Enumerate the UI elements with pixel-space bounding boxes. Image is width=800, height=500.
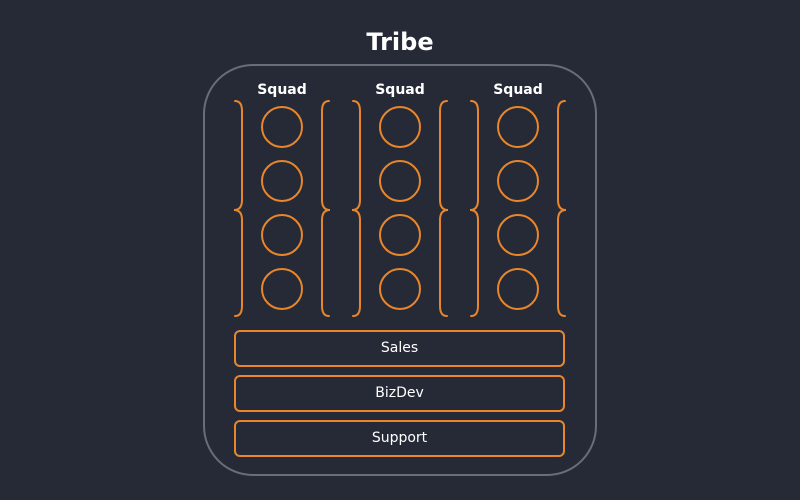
- function-bar-support: Support: [234, 420, 565, 457]
- squad-member-circle: [497, 106, 539, 148]
- squad-left-brace: [469, 100, 479, 317]
- squad-member-circle: [261, 160, 303, 202]
- squad-member-circle: [261, 106, 303, 148]
- squad-label: Squad: [375, 82, 425, 98]
- squad-left-brace: [233, 100, 243, 317]
- squad-member-circle: [379, 268, 421, 310]
- squad-member-circle: [379, 106, 421, 148]
- squad-right-brace: [321, 100, 331, 317]
- squad-member-circle: [379, 160, 421, 202]
- squad-member-circle: [379, 214, 421, 256]
- diagram-title: Tribe: [366, 28, 434, 56]
- function-bar-bizdev: BizDev: [234, 375, 565, 412]
- squad-member-circle: [497, 160, 539, 202]
- squad-member-circle: [261, 214, 303, 256]
- function-bar-sales: Sales: [234, 330, 565, 367]
- tribe-frame: [203, 64, 597, 476]
- squad-right-brace: [439, 100, 449, 317]
- squad-label: Squad: [257, 82, 307, 98]
- squad-member-circle: [497, 214, 539, 256]
- squad-member-circle: [261, 268, 303, 310]
- squad-member-circle: [497, 268, 539, 310]
- squad-right-brace: [557, 100, 567, 317]
- squad-left-brace: [351, 100, 361, 317]
- squad-label: Squad: [493, 82, 543, 98]
